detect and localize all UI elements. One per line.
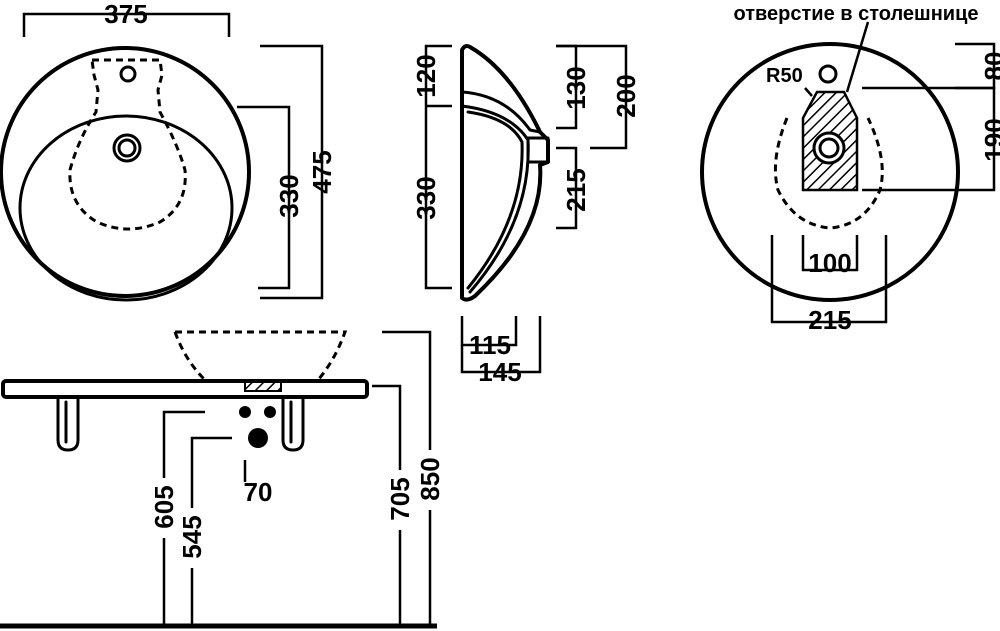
dim-line-375 xyxy=(22,12,231,37)
dim-375: 375 xyxy=(104,0,147,29)
dim-330-top: 330 xyxy=(274,174,304,217)
dim-330-side: 330 xyxy=(411,176,441,219)
basin-outer-rim xyxy=(0,46,251,298)
side-outer xyxy=(460,44,550,302)
dim-line-215b xyxy=(770,235,888,324)
note-leader xyxy=(845,21,870,93)
dim-line-100 xyxy=(801,235,859,272)
drain-hole xyxy=(112,133,142,163)
side-rim-line xyxy=(460,90,542,134)
dim-850: 850 xyxy=(415,457,445,500)
bracket-right xyxy=(281,396,305,452)
dim-605: 605 xyxy=(149,485,179,528)
dim-line-215 xyxy=(556,146,578,230)
tap-hole xyxy=(119,65,137,83)
hidden-bowl-outline xyxy=(68,58,187,231)
cutout-tap-hole xyxy=(818,64,838,84)
side-overflow xyxy=(526,136,550,164)
cut-note: отверстие в столешнице xyxy=(733,3,978,25)
drain-inner xyxy=(117,138,137,158)
dim-475: 475 xyxy=(307,150,337,193)
water-inlet-right xyxy=(264,406,276,418)
dim-100: 100 xyxy=(808,248,851,278)
dim-line-190 xyxy=(862,86,996,192)
basin-bowl xyxy=(18,114,234,302)
dim-line-200 xyxy=(556,44,628,150)
dim-190: 190 xyxy=(979,118,1000,161)
dim-115: 115 xyxy=(469,330,511,360)
dim-215-cut: 215 xyxy=(808,305,851,335)
cutout-hidden-outline xyxy=(773,117,884,230)
side-view: 120 330 130 200 215 115 145 xyxy=(411,44,641,387)
cutout-drain xyxy=(812,131,846,165)
water-inlet-left xyxy=(239,406,251,418)
dim-215-side: 215 xyxy=(561,168,591,211)
cutout-view: отверстие в столешнице R50 80 190 100 21… xyxy=(700,3,1000,335)
dim-545: 545 xyxy=(177,515,207,558)
bracket-left xyxy=(56,396,80,452)
top-view: 375 475 330 xyxy=(0,0,337,302)
dim-70: 70 xyxy=(244,477,273,507)
front-basin-hidden xyxy=(173,330,348,382)
dim-705: 705 xyxy=(385,477,415,520)
dim-120: 120 xyxy=(411,54,441,97)
dim-line-145 xyxy=(460,316,542,374)
dim-line-605 xyxy=(162,410,205,626)
dim-line-115 xyxy=(460,316,518,347)
dim-line-side-left xyxy=(424,44,452,290)
dim-145: 145 xyxy=(478,357,521,387)
countertop xyxy=(1,379,369,399)
drain-outlet xyxy=(248,428,268,448)
dim-line-475 xyxy=(260,44,324,300)
front-view: 605 545 705 850 70 xyxy=(0,330,445,629)
dim-line-705 xyxy=(372,384,402,626)
dim-80: 80 xyxy=(979,52,1000,81)
side-inner-2 xyxy=(466,110,524,290)
dim-200: 200 xyxy=(611,74,641,117)
dim-line-850 xyxy=(382,330,432,626)
dim-130: 130 xyxy=(561,66,591,109)
dim-line-330a xyxy=(237,105,291,290)
cutout-circle xyxy=(700,42,960,302)
front-hole-hatch xyxy=(244,380,282,392)
dim-line-80 xyxy=(862,42,996,90)
cut-radius: R50 xyxy=(766,65,803,87)
dim-line-130 xyxy=(556,44,578,130)
